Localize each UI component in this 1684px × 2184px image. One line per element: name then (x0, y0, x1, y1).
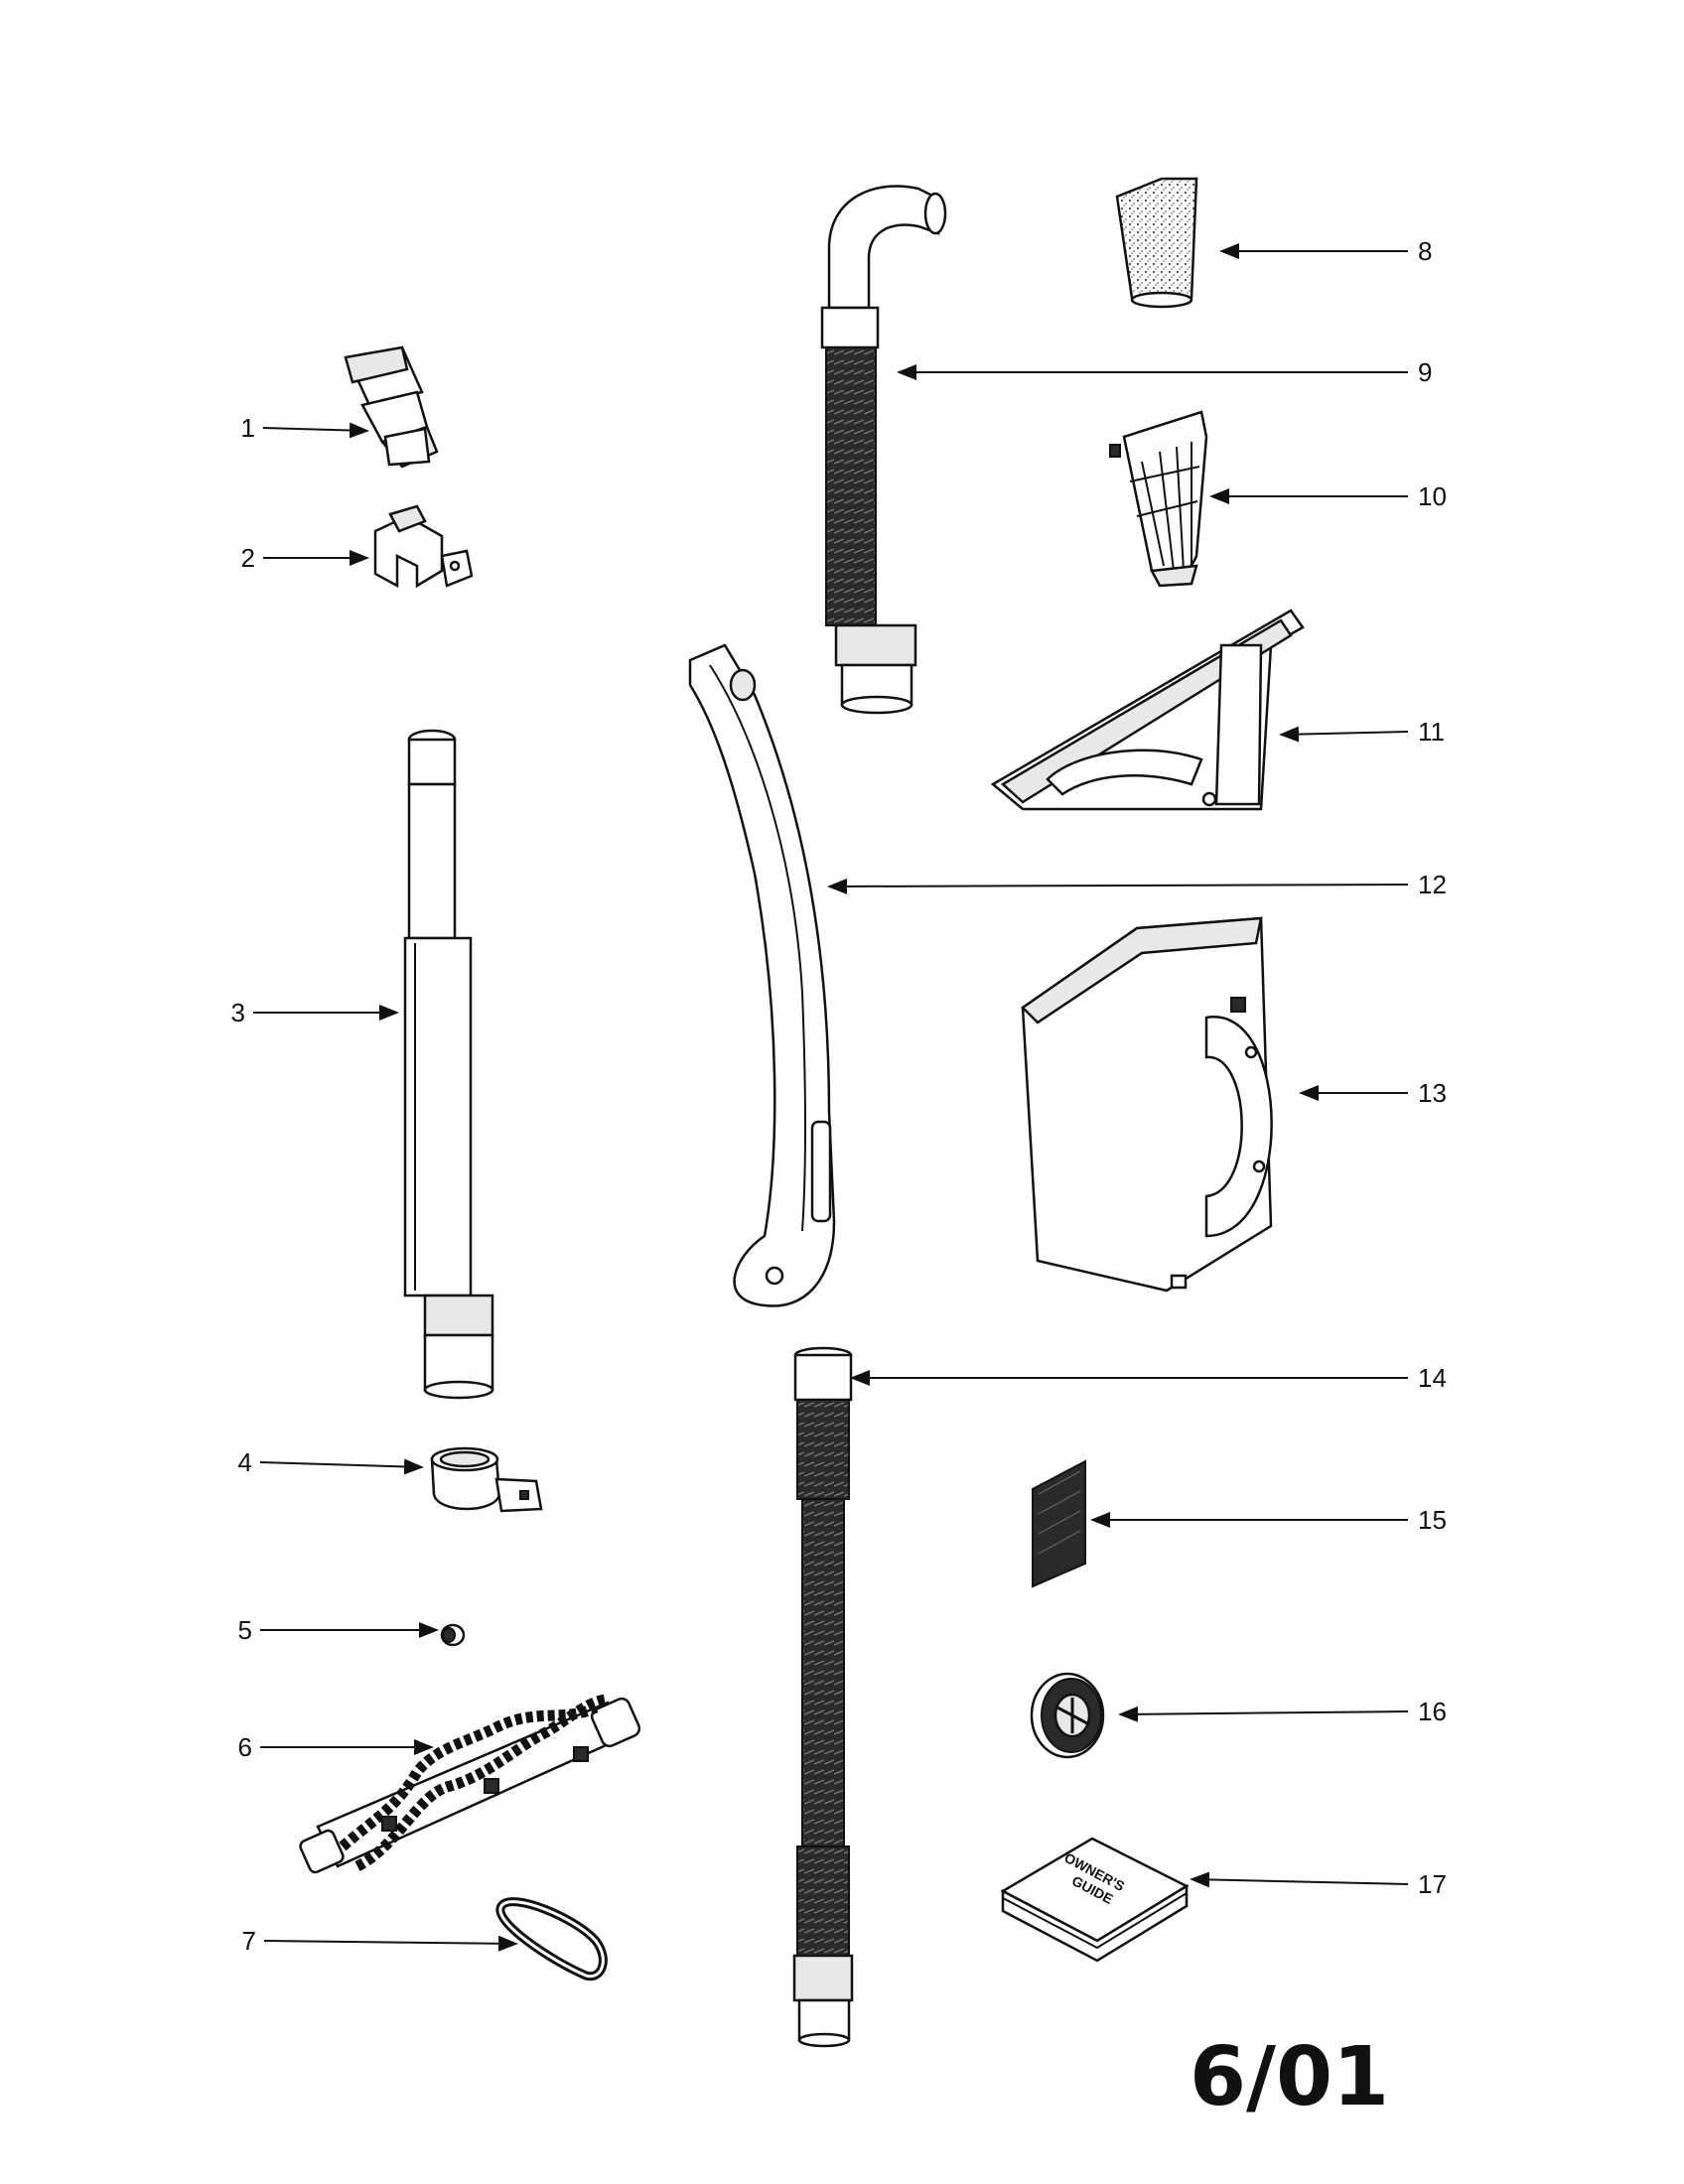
callout-17: 17 (1418, 1869, 1447, 1899)
part-5-bushing (440, 1623, 466, 1647)
callout-1: 1 (241, 413, 255, 443)
part-10-cartridge-filter (1109, 410, 1208, 588)
part-1-upholstery-tool (344, 345, 439, 469)
callout-3: 3 (231, 998, 245, 1027)
callout-9: 9 (1418, 357, 1432, 387)
callout-12: 12 (1418, 870, 1447, 899)
part-15-exhaust-filter (1032, 1459, 1086, 1588)
part-17-owners-guide: OWNER'S GUIDE (1000, 1837, 1190, 1963)
part-6-brushroll (299, 1694, 641, 1874)
callout-15: 15 (1418, 1505, 1447, 1535)
callout-13: 13 (1418, 1078, 1447, 1108)
part-8-foam-filter (1115, 177, 1198, 309)
callout-10: 10 (1418, 481, 1447, 511)
part-14-lower-hose (792, 1346, 854, 2048)
part-3-extension-wand (403, 729, 494, 1400)
callout-11: 11 (1418, 717, 1445, 747)
date-code: 6/01 (1190, 2030, 1389, 2124)
callout-16: 16 (1418, 1697, 1447, 1726)
callout-labels: 1 2 3 4 5 6 7 8 9 10 11 12 13 14 15 16 1… (231, 236, 1447, 1956)
part-13-dirt-cup (1021, 916, 1273, 1293)
callout-6: 6 (238, 1732, 252, 1762)
part-7-belt (495, 1897, 608, 1981)
part-12-handle (688, 643, 836, 1307)
callout-8: 8 (1418, 236, 1432, 266)
part-9-upper-hose (820, 185, 947, 715)
part-16-wheel (1030, 1672, 1105, 1759)
part-11-dirt-cup-lid (990, 609, 1305, 811)
part-2-clip (373, 504, 474, 589)
callout-5: 5 (238, 1615, 252, 1645)
callout-4: 4 (238, 1447, 252, 1477)
callout-14: 14 (1418, 1363, 1447, 1393)
callout-2: 2 (241, 543, 255, 573)
callout-7: 7 (242, 1926, 256, 1956)
leader-lines (253, 243, 1409, 1952)
part-4-wand-clip (430, 1446, 543, 1513)
